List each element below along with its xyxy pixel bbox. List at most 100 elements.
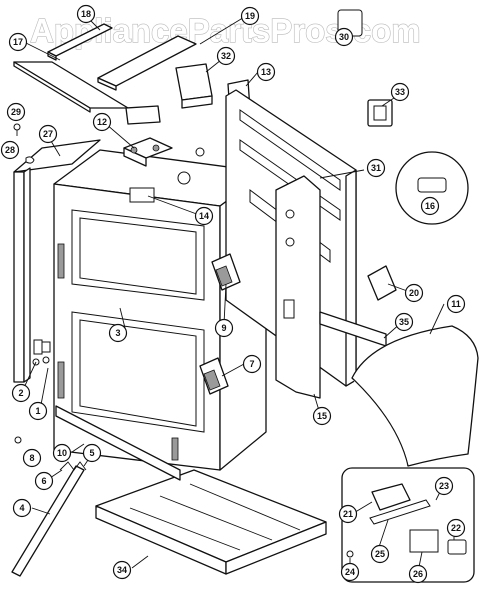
- callout-26: 26: [408, 564, 428, 584]
- callout-circle: [420, 196, 440, 216]
- callout-18: 18: [76, 4, 96, 24]
- callout-label: 6: [41, 476, 46, 486]
- callout-13: 13: [256, 62, 276, 82]
- label-14: [129, 187, 155, 203]
- callout-label: 10: [57, 448, 67, 458]
- callout-9: 9: [214, 318, 234, 338]
- inset-16-frame: [395, 151, 469, 225]
- callout-35: 35: [394, 312, 414, 332]
- callout-33: 33: [390, 82, 410, 102]
- callout-circle: [216, 46, 236, 66]
- hinge-receiver-upper: [211, 253, 241, 291]
- callout-circle: [8, 32, 28, 52]
- callout-4: 4: [12, 498, 32, 518]
- callout-label: 5: [89, 448, 94, 458]
- callout-circle: [28, 401, 48, 421]
- callout-circle: [11, 383, 31, 403]
- thermostat-block: [123, 137, 173, 167]
- callout-label: 35: [399, 317, 409, 327]
- spring-6: [59, 461, 87, 471]
- callout-circle: [92, 112, 112, 132]
- callout-circle: [446, 294, 466, 314]
- callout-circle: [112, 560, 132, 580]
- hinge-receiver-lower: [199, 357, 229, 395]
- callout-circle: [214, 318, 234, 338]
- callout-10: 10: [52, 443, 72, 463]
- callout-circle: [256, 62, 276, 82]
- top-trim-right: [97, 35, 197, 91]
- side-trim-panel: [351, 325, 479, 467]
- screw-8: [14, 436, 22, 444]
- callout-label: 28: [5, 145, 15, 155]
- callout-34: 34: [112, 560, 132, 580]
- callout-8: 8: [22, 448, 42, 468]
- callout-circle: [242, 354, 262, 374]
- callout-circle: [108, 323, 128, 343]
- callout-19: 19: [240, 6, 260, 26]
- bottom-tray: [95, 469, 327, 575]
- callout-circle: [338, 504, 358, 524]
- mounting-clips: [32, 339, 51, 366]
- gasket-28: [25, 156, 35, 164]
- callout-25: 25: [370, 544, 390, 564]
- callout-14: 14: [194, 206, 214, 226]
- callout-circle: [0, 140, 20, 160]
- callout-label: 11: [451, 299, 461, 309]
- callout-circle: [366, 158, 386, 178]
- callout-27: 27: [38, 124, 58, 144]
- callout-11: 11: [446, 294, 466, 314]
- callout-6: 6: [34, 471, 54, 491]
- callout-label: 33: [395, 87, 405, 97]
- callout-20: 20: [404, 283, 424, 303]
- callout-circle: [82, 443, 102, 463]
- callout-circle: [390, 82, 410, 102]
- callout-23: 23: [434, 476, 454, 496]
- callout-label: 24: [345, 567, 355, 577]
- callout-12: 12: [92, 112, 112, 132]
- callout-28: 28: [0, 140, 20, 160]
- callout-circle: [340, 562, 360, 582]
- callout-3: 3: [108, 323, 128, 343]
- callout-label: 21: [343, 509, 353, 519]
- callout-circle: [312, 406, 332, 426]
- callout-label: 25: [375, 549, 385, 559]
- callout-2: 2: [11, 383, 31, 403]
- callout-label: 8: [29, 453, 34, 463]
- part-33: [367, 99, 393, 127]
- callout-label: 22: [451, 523, 461, 533]
- callout-5: 5: [82, 443, 102, 463]
- callout-15: 15: [312, 406, 332, 426]
- callout-7: 7: [242, 354, 262, 374]
- callout-circle: [446, 518, 466, 538]
- callout-label: 26: [413, 569, 423, 579]
- callout-label: 29: [11, 107, 21, 117]
- callout-label: 17: [13, 37, 23, 47]
- callout-29: 29: [6, 102, 26, 122]
- callout-circle: [6, 102, 26, 122]
- callout-label: 16: [425, 201, 435, 211]
- callout-1: 1: [28, 401, 48, 421]
- callout-label: 9: [221, 323, 226, 333]
- callout-label: 7: [249, 359, 254, 369]
- callout-circle: [194, 206, 214, 226]
- callout-label: 4: [19, 503, 24, 513]
- oven-cavity: [53, 147, 267, 471]
- callout-circle: [76, 4, 96, 24]
- callout-label: 19: [245, 11, 255, 21]
- side-panel: [275, 175, 321, 399]
- callout-label: 12: [97, 117, 107, 127]
- callout-circle: [38, 124, 58, 144]
- callout-circle: [370, 544, 390, 564]
- callout-label: 15: [317, 411, 327, 421]
- callout-17: 17: [8, 32, 28, 52]
- callout-circle: [434, 476, 454, 496]
- callout-label: 27: [43, 129, 53, 139]
- callout-label: 23: [439, 481, 449, 491]
- cover-plate: [125, 105, 161, 125]
- screw-29: [13, 123, 21, 136]
- top-trim-rear: [47, 23, 113, 61]
- callout-30: 30: [334, 27, 354, 47]
- callout-label: 13: [261, 67, 271, 77]
